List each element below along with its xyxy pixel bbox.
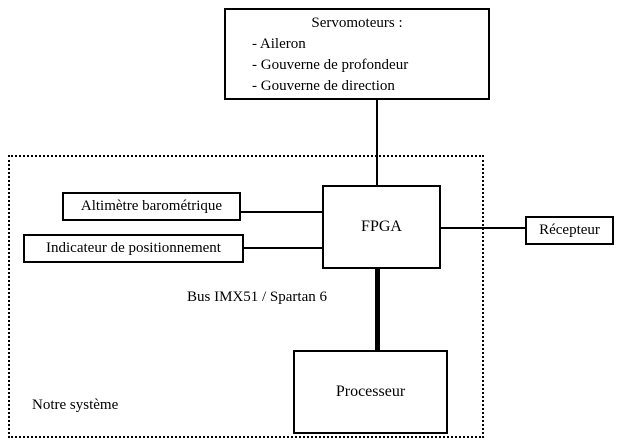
receiver-box: Récepteur bbox=[525, 216, 614, 245]
position-indicator-label: Indicateur de positionnement bbox=[46, 240, 221, 256]
system-boundary-label: Notre système bbox=[32, 397, 119, 413]
fpga-box: FPGA bbox=[322, 185, 441, 269]
processor-label: Processeur bbox=[335, 383, 406, 400]
connector-bus-fpga-processor bbox=[375, 269, 380, 350]
servomotors-box: Servomoteurs : - Aileron - Gouverne de p… bbox=[224, 8, 490, 100]
servomotors-title: Servomoteurs : bbox=[311, 15, 403, 31]
connector-position-fpga bbox=[244, 247, 322, 249]
servo-item-aileron: - Aileron bbox=[252, 36, 306, 52]
position-indicator-box: Indicateur de positionnement bbox=[23, 234, 244, 263]
processor-box: Processeur bbox=[293, 350, 448, 434]
bus-label: Bus IMX51 / Spartan 6 bbox=[187, 289, 327, 305]
servo-item-rudder: - Gouverne de direction bbox=[252, 78, 395, 94]
connector-fpga-receiver bbox=[441, 227, 525, 229]
receiver-label: Récepteur bbox=[539, 222, 600, 238]
servo-item-elevator: - Gouverne de profondeur bbox=[252, 57, 409, 73]
connector-altimeter-fpga bbox=[241, 211, 322, 213]
altimeter-box: Altimètre barométrique bbox=[62, 192, 241, 221]
connector-servo-fpga bbox=[376, 100, 378, 185]
system-boundary bbox=[8, 155, 484, 438]
fpga-label: FPGA bbox=[361, 218, 402, 235]
altimeter-label: Altimètre barométrique bbox=[80, 198, 223, 214]
